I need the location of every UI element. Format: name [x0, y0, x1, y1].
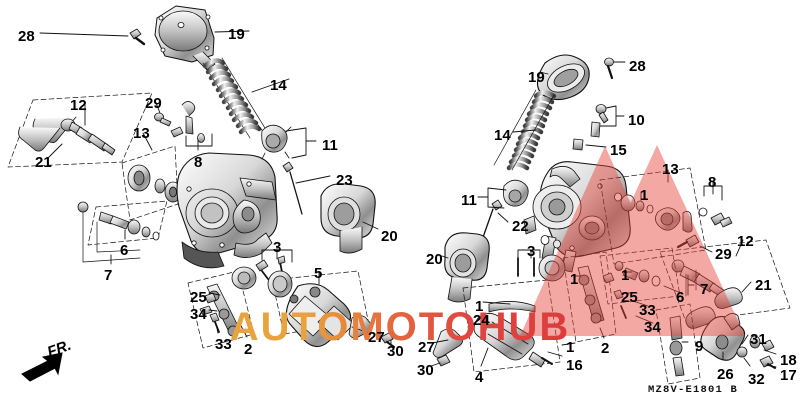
callout-right-12: 12 — [737, 233, 754, 250]
part-3-screws-left — [255, 255, 286, 283]
callout-left-7: 7 — [104, 267, 113, 284]
callout-right-16: 16 — [566, 357, 583, 374]
part-11-cap-right — [503, 179, 529, 207]
callout-left-2: 2 — [244, 341, 253, 358]
callout-left-3: 3 — [273, 239, 282, 256]
callout-left-11: 11 — [322, 137, 338, 154]
leader-lines-right — [430, 61, 777, 368]
callout-right-19: 19 — [528, 69, 545, 86]
part-25-33-34-right — [602, 272, 627, 319]
part-29-screw-left — [154, 112, 172, 127]
callout-right-1: 1 — [621, 267, 630, 284]
callout-right-15: 15 — [610, 142, 627, 159]
part-8-fitting-left — [170, 101, 205, 143]
callout-left-13: 13 — [133, 125, 150, 142]
callout-left-30: 30 — [387, 343, 404, 360]
callout-right-8: 8 — [708, 174, 717, 191]
callout-right-20: 20 — [426, 251, 443, 268]
callout-left-23: 23 — [336, 172, 353, 189]
callout-right-26: 26 — [717, 366, 734, 383]
part-28-screw-left — [129, 28, 146, 46]
part-14-spring-left — [202, 57, 269, 139]
part-4-linkage-right — [432, 279, 561, 373]
callout-left-21: 21 — [35, 154, 52, 171]
part-29-screw-right — [676, 234, 700, 249]
callout-right-21: 21 — [755, 277, 772, 294]
callout-right-31: 31 — [750, 331, 767, 348]
callout-right-9: 9 — [695, 338, 704, 355]
callout-right-2: 2 — [601, 340, 610, 357]
front-direction-arrow — [21, 352, 63, 382]
carburetor-body-left — [176, 152, 278, 269]
callout-right-1: 1 — [566, 339, 575, 356]
callout-right-27: 27 — [418, 339, 435, 356]
callout-left-20: 20 — [381, 228, 398, 245]
callout-left-28: 28 — [18, 28, 35, 45]
watermark-triangles — [520, 145, 745, 336]
part-26-bracket-right — [700, 313, 776, 369]
callout-right-11: 11 — [461, 192, 477, 209]
callout-left-12: 12 — [70, 97, 87, 114]
part-28-screw-right — [604, 57, 614, 80]
callout-left-8: 8 — [194, 154, 203, 171]
part-6-7-group-right — [599, 247, 697, 305]
callout-right-6: 6 — [676, 289, 685, 306]
callout-right-10: 10 — [628, 112, 645, 129]
part-code-label: MZ8V-E1801 B — [648, 384, 739, 396]
callout-right-32: 32 — [748, 371, 765, 388]
callout-left-19: 19 — [228, 26, 245, 43]
part-19-top-cover-left — [154, 5, 216, 71]
leader-lines-left — [39, 30, 392, 347]
callout-right-30: 30 — [417, 362, 434, 379]
callout-right-25: 25 — [621, 289, 638, 306]
callout-left-25: 25 — [190, 289, 207, 306]
callout-right-28: 28 — [629, 58, 646, 75]
part-1-washers-right — [540, 192, 622, 249]
part-13-group-box-left — [121, 145, 182, 221]
part-8-group-right — [698, 207, 733, 228]
callout-right-18: 18 — [780, 352, 797, 369]
callout-right-3: 3 — [527, 243, 536, 260]
callout-right-1: 1 — [640, 187, 649, 204]
callout-right-22: 22 — [512, 218, 529, 235]
part-12-jet-needle-left — [60, 118, 116, 156]
callout-right-17: 17 — [780, 367, 797, 384]
part-20-insulator-right — [444, 232, 490, 303]
part-3-screws-right — [517, 257, 535, 277]
part-20-insulator-left — [320, 183, 376, 254]
part-10-group-right — [590, 104, 609, 138]
callout-left-5: 5 — [314, 265, 323, 282]
part-12-group-box-left — [7, 92, 153, 168]
callout-right-34: 34 — [644, 319, 661, 336]
part-9-group-right — [655, 303, 701, 385]
callout-right-24: 24 — [473, 312, 490, 329]
callout-left-27: 27 — [368, 329, 385, 346]
callout-right-4: 4 — [475, 369, 484, 386]
callout-right-1: 1 — [475, 298, 484, 315]
callout-right-1: 1 — [570, 271, 579, 288]
callout-left-34: 34 — [190, 306, 207, 323]
callout-left-29: 29 — [145, 95, 162, 112]
callout-right-29: 29 — [715, 246, 732, 263]
part-13-group-box-right — [599, 167, 707, 265]
part-2-float-group-right — [538, 251, 617, 343]
part-23-jet-needle-left — [282, 161, 303, 215]
callout-left-14: 14 — [270, 77, 287, 94]
callout-right-7: 7 — [700, 281, 709, 298]
part-6-7-group-left — [77, 200, 168, 263]
callout-right-13: 13 — [662, 161, 679, 178]
part-12-group-box-right — [659, 239, 791, 329]
part-11-cap-left — [257, 124, 292, 160]
callout-right-33: 33 — [639, 302, 656, 319]
callout-left-33: 33 — [215, 336, 232, 353]
callout-left-6: 6 — [120, 242, 129, 259]
part-5-float-bowl-left — [267, 270, 369, 348]
callout-right-14: 14 — [494, 127, 511, 144]
part-15-clip-right — [572, 138, 584, 151]
